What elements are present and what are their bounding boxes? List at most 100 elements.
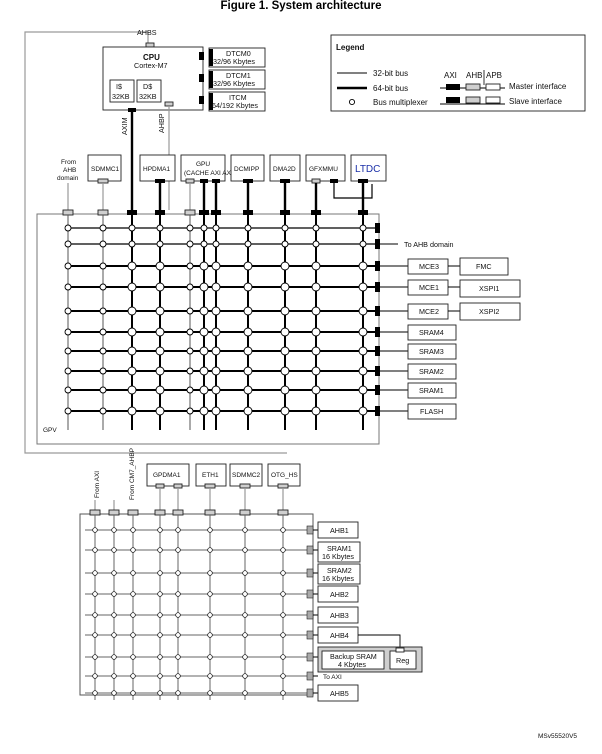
axim-port [128, 108, 136, 112]
sram3-label: SRAM3 [419, 347, 444, 356]
axi-bus-mux [280, 385, 290, 395]
axi-bus-mux [281, 224, 289, 232]
ahb-bus-mux [130, 527, 136, 533]
axim-label: AXIM [120, 117, 129, 135]
fmc-box [459, 257, 509, 276]
axi-bus-mux [64, 240, 72, 248]
ahbs-port [145, 42, 155, 48]
axi-bus-mux [186, 386, 194, 394]
figure-title: Figure 1. System architecture [220, 0, 382, 12]
axi-bus-mux [199, 261, 209, 271]
ahb-bus-mux [130, 632, 136, 638]
axi-bus-mux [280, 261, 290, 271]
axi-bus-mux [155, 346, 165, 356]
otg-hs-label: OTG_HS [271, 472, 298, 479]
axi-bus-mux [186, 307, 194, 315]
from-ahb-label-1: From [61, 159, 76, 166]
axi-bus-mux [99, 328, 107, 336]
ahb-bus-mux [175, 527, 181, 533]
axi-bus-mux [64, 407, 72, 415]
ahb-bus-mux [207, 591, 213, 597]
ahb-bus-mux [111, 527, 117, 533]
axi-bus-mux [99, 386, 107, 394]
ahb-bus-mux [280, 690, 286, 696]
ahb4-label: AHB4 [330, 631, 349, 640]
axi-bus-mux [156, 224, 164, 232]
ahb-slave-port [306, 652, 314, 662]
ahb-bus-mux [111, 591, 117, 597]
ahb3-box [317, 606, 359, 624]
axi-bus-mux [200, 240, 208, 248]
doc-id: MSv55520V5 [538, 733, 577, 740]
cpu-name: CPU [143, 53, 160, 62]
axi-bus-mux [64, 386, 72, 394]
ahb-bus-mux [175, 673, 181, 679]
gpu-ports: (CACHE AXI AXI) [184, 170, 235, 177]
axi-bus-mux [64, 307, 72, 315]
sram1-box [407, 382, 457, 399]
ahb-slave-port [306, 589, 314, 599]
axi-bus-mux [155, 282, 165, 292]
axi-bus-mux [199, 327, 209, 337]
dcache-size: 32KB [139, 92, 157, 101]
ahb-bus-mux [111, 654, 117, 660]
hpdma1-label: HPDMA1 [143, 166, 170, 173]
axi-bus-mux [64, 347, 72, 355]
axi-bus-mux [358, 282, 368, 292]
axi-bus-mux [243, 406, 253, 416]
axi-bus-mux [311, 366, 321, 376]
ahb-bus-mux [280, 612, 286, 618]
ahb-sram1-label: SRAM1 [327, 544, 352, 553]
axi-slave-port [375, 261, 380, 271]
gpu-box [180, 154, 226, 182]
ahb-bus-mux [280, 570, 286, 576]
fmc-label: FMC [476, 262, 492, 271]
legend-mux: Bus multiplexer [373, 98, 428, 107]
axi-bus-mux [358, 366, 368, 376]
ahb-bus-mux [280, 591, 286, 597]
ahb-bus-mux [130, 654, 136, 660]
axi-bus-mux [243, 346, 253, 356]
ahb-bus-mux [130, 570, 136, 576]
gpu-label: GPU [196, 161, 210, 168]
ahb-sram1-box [317, 541, 361, 563]
ahb-bus-mux [157, 690, 163, 696]
dma2d-label: DMA2D [273, 166, 296, 173]
axi-bus-mux [358, 327, 368, 337]
to-axi-label: To AXI [323, 674, 342, 681]
xspi1-label: XSPI1 [479, 284, 499, 293]
ahb-bus-mux [130, 612, 136, 618]
sram4-label: SRAM4 [419, 328, 444, 337]
axi-bus-mux [64, 224, 72, 232]
flash-box [407, 403, 457, 420]
ahb-bus-mux [157, 591, 163, 597]
axi-bus-mux [155, 385, 165, 395]
sram3-box [407, 343, 457, 360]
eth1-label: ETH1 [202, 472, 219, 479]
mce2-label: MCE2 [419, 307, 439, 316]
gfxmmu-box [305, 154, 346, 182]
axi-bus-mux [243, 385, 253, 395]
ahb1-box [317, 521, 359, 539]
ahb-bus-mux [242, 570, 248, 576]
dcmipp-box [230, 154, 265, 182]
ahb-bus-mux [175, 570, 181, 576]
axi-bus-mux [280, 346, 290, 356]
axi-slave-port [375, 327, 380, 337]
legend-32bit: 32-bit bus [373, 69, 408, 78]
axi-bus-mux [211, 346, 221, 356]
axi-slave-port [375, 385, 380, 395]
ahb-domain-link-line [24, 31, 287, 454]
axi-slave-port [375, 239, 380, 249]
dtcm0-label: DTCM0 [226, 49, 251, 58]
axi-bus-mux [281, 240, 289, 248]
axi-bus-mux [155, 366, 165, 376]
xspi2-label: XSPI2 [479, 307, 499, 316]
ahb-sram2-size: 16 Kbytes [322, 574, 354, 583]
ahbp-label: AHBP [157, 113, 166, 133]
axi-bus-mux [156, 240, 164, 248]
legend-master: Master interface [509, 82, 567, 91]
sram2-label: SRAM2 [419, 367, 444, 376]
axi-bus-mux [199, 385, 209, 395]
axi-bus-mux [64, 283, 72, 291]
